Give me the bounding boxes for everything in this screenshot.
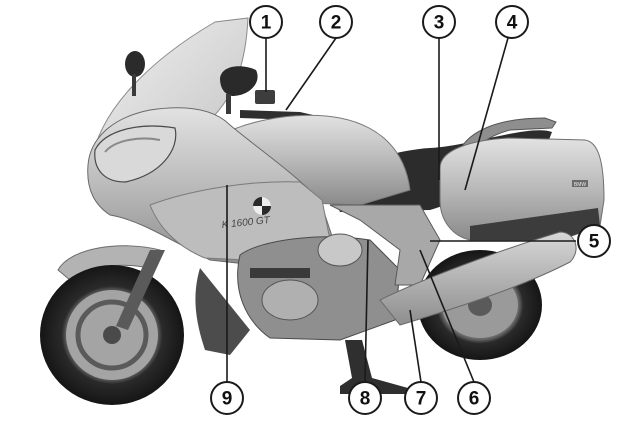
callout-1: 1 [249,5,283,39]
callout-1-label: 1 [261,13,272,34]
callout-4-label: 4 [507,13,518,34]
mirror-right [220,66,258,114]
callout-3: 3 [422,5,456,39]
brake-reservoir [255,90,275,104]
callout-3-label: 3 [434,13,445,34]
centre-stand [340,340,408,394]
callout-7: 7 [404,381,438,415]
exhaust [379,231,577,326]
lower-fairing [195,268,250,355]
callout-5: 5 [577,224,611,258]
callout-9: 9 [210,381,244,415]
callout-6-label: 6 [469,389,480,410]
callout-8-label: 8 [360,389,371,410]
front-wheel [40,265,184,405]
frame [329,204,441,286]
callout-2-label: 2 [331,13,342,34]
callout-2: 2 [319,5,353,39]
brand-logo [253,197,271,215]
callout-6: 6 [457,381,491,415]
engine [237,233,401,341]
callout-8: 8 [348,381,382,415]
front-fork [116,250,165,330]
mirror-left [125,51,145,96]
model-badge: K 1600 GT [221,215,271,231]
callout-4: 4 [495,5,529,39]
leader-lines [226,37,576,383]
callout-7-label: 7 [416,389,427,410]
callout-5-label: 5 [589,232,600,253]
pannier-label: BMW [574,182,587,188]
pannier-case: BMW [439,137,605,241]
callout-9-label: 9 [222,389,233,410]
